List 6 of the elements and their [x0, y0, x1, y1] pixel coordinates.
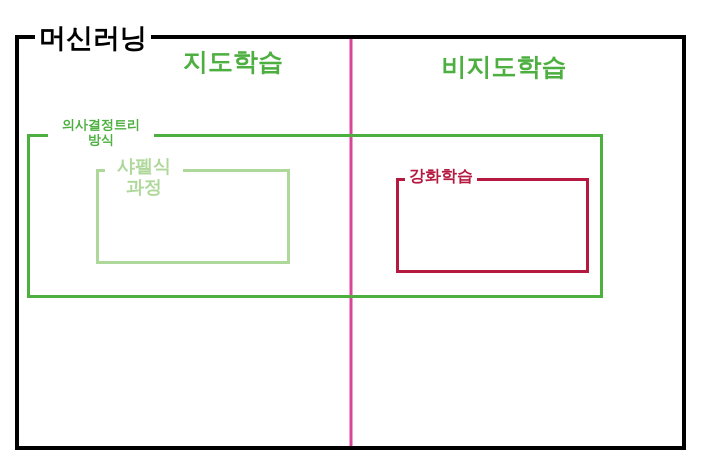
- box-heading: 샤펠식 과정: [105, 157, 183, 198]
- section-label: 지도학습: [183, 46, 283, 78]
- section-label: 비지도학습: [442, 51, 566, 83]
- box-heading: 머신러닝: [35, 23, 151, 54]
- box-heading: 강화학습: [405, 167, 477, 186]
- box-heading: 의사결정트리 방식: [48, 119, 154, 149]
